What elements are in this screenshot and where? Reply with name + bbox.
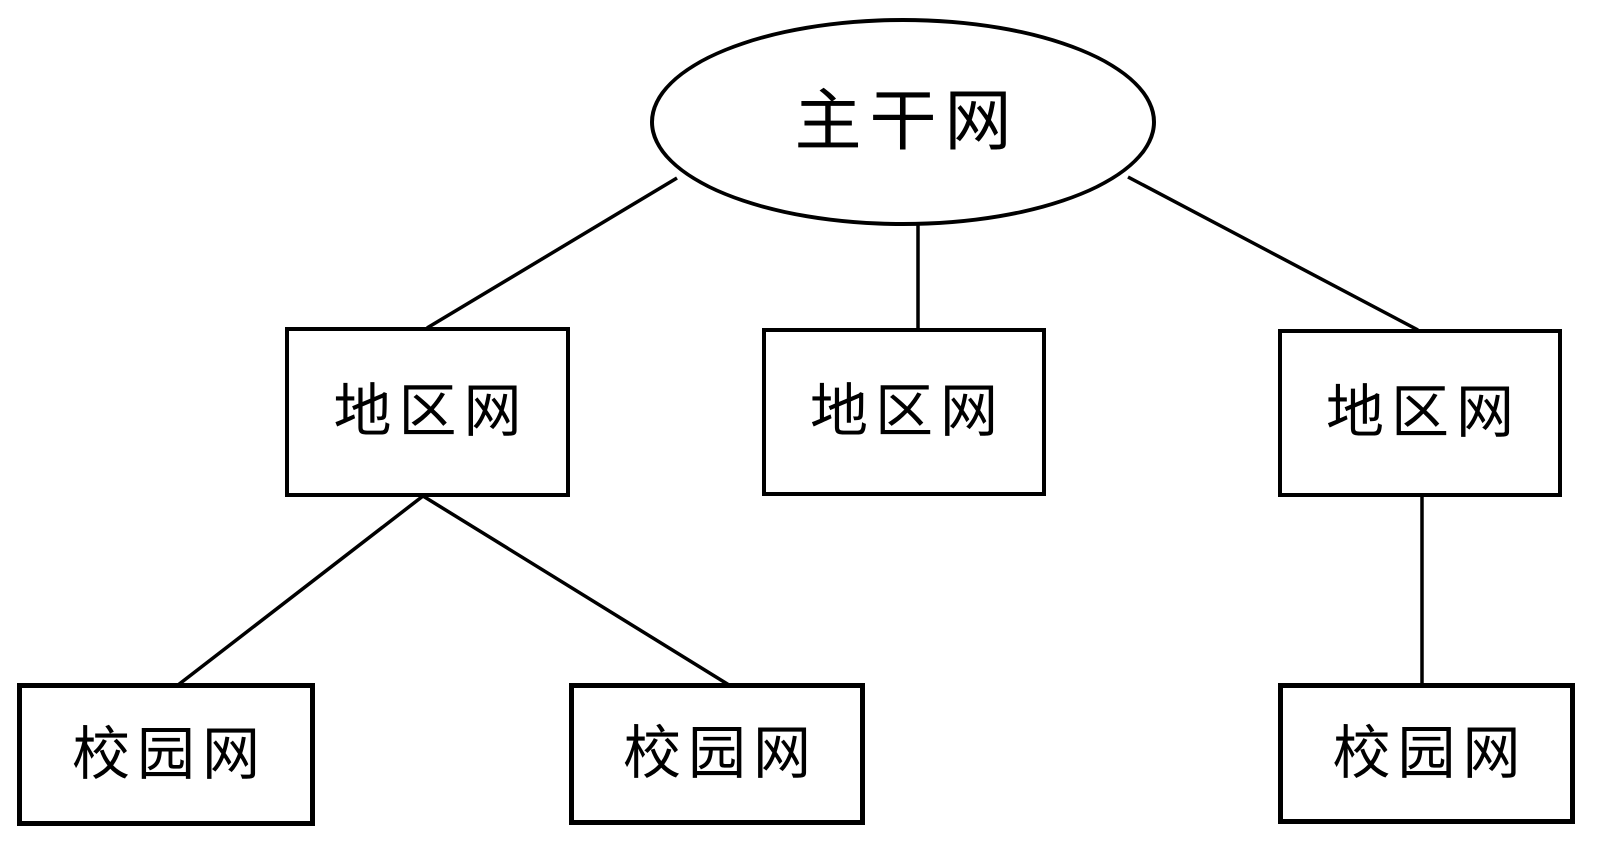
edge-backbone-to-region-left (426, 176, 678, 330)
campus-network-center-label: 校园网 (623, 721, 818, 786)
node-regional-network-right: 地区网 (1278, 329, 1562, 497)
regional-network-center-label: 地区网 (810, 379, 1005, 444)
edge-region-left-to-campus-left (176, 494, 425, 687)
node-campus-network-right: 校园网 (1278, 683, 1575, 824)
node-campus-network-left: 校园网 (17, 683, 315, 826)
edge-backbone-to-region-right (1127, 175, 1419, 332)
edge-region-left-to-campus-center (422, 494, 730, 687)
node-regional-network-left: 地区网 (285, 327, 570, 497)
node-regional-network-center: 地区网 (762, 328, 1046, 496)
regional-network-right-label: 地区网 (1326, 380, 1521, 445)
node-campus-network-center: 校园网 (569, 683, 865, 825)
regional-network-left-label: 地区网 (333, 379, 529, 444)
node-backbone-network: 主干网 (650, 18, 1156, 226)
campus-network-right-label: 校园网 (1332, 720, 1528, 786)
backbone-network-label: 主干网 (794, 84, 1020, 159)
campus-network-left-label: 校园网 (72, 721, 267, 787)
